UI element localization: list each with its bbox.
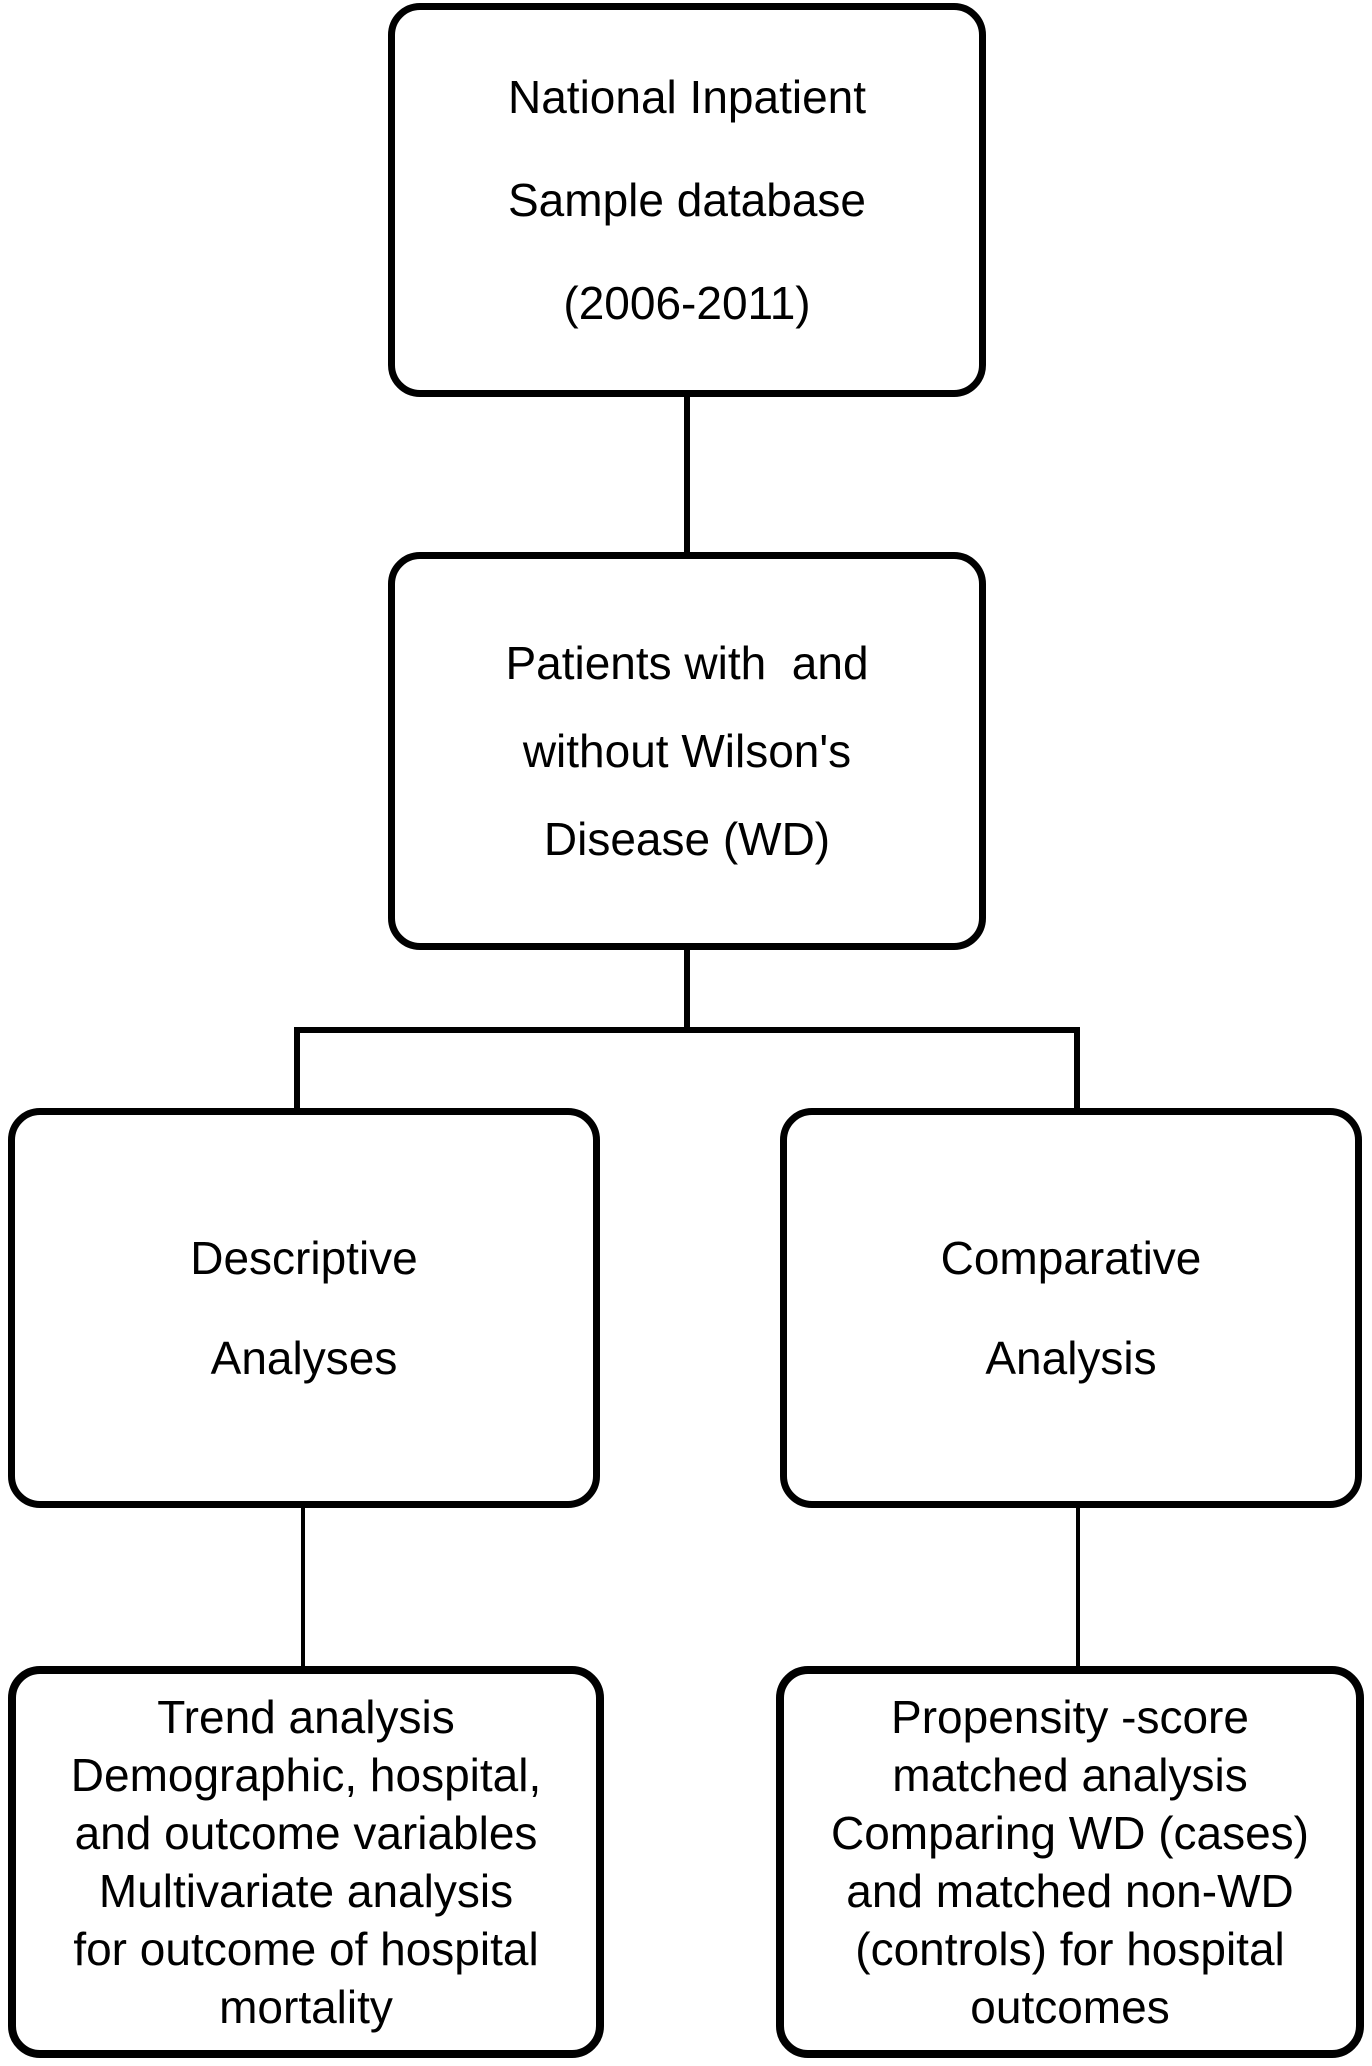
node-text-line: Propensity -score: [891, 1691, 1249, 1743]
node-patients-wd: Patients with and without Wilson's Disea…: [388, 552, 986, 950]
node-text-line: Patients with and: [505, 637, 869, 689]
node-text-line: and matched non-WD: [846, 1865, 1294, 1917]
connector-descriptive-to-details: [301, 1506, 305, 1669]
node-text-line: Analyses: [210, 1332, 398, 1384]
connector-branch-right-drop: [1074, 1030, 1080, 1112]
node-text-line: Sample database: [507, 173, 867, 226]
node-text-line: and outcome variables: [74, 1807, 538, 1859]
connector-comparative-to-details: [1076, 1506, 1080, 1669]
node-text-line: Comparing WD (cases): [831, 1807, 1309, 1859]
connector-patients-stem: [684, 948, 690, 1030]
connector-branch-left-drop: [294, 1030, 300, 1112]
node-text-line: Descriptive: [190, 1232, 418, 1284]
connector-branch-bar: [294, 1027, 1080, 1033]
node-text-line: (2006-2011): [563, 276, 811, 329]
connector-db-to-patients: [684, 395, 690, 555]
node-text-line: without Wilson's: [522, 725, 852, 777]
node-text-line: Multivariate analysis: [98, 1865, 514, 1917]
node-descriptive-analyses: Descriptive Analyses: [8, 1108, 600, 1508]
node-comparative-details: Propensity -score matched analysis Compa…: [776, 1666, 1364, 2058]
node-text-line: matched analysis: [892, 1749, 1248, 1801]
node-text-line: mortality: [219, 1981, 393, 2033]
node-nis-database: National Inpatient Sample database (2006…: [388, 3, 986, 397]
node-text-line: outcomes: [970, 1981, 1170, 2033]
node-text-line: Demographic, hospital,: [70, 1749, 542, 1801]
node-text-line: Analysis: [985, 1332, 1157, 1384]
node-text-line: Trend analysis: [157, 1691, 455, 1743]
node-text-line: National Inpatient: [507, 70, 867, 123]
node-text-line: Disease (WD): [543, 813, 831, 865]
node-comparative-analysis: Comparative Analysis: [780, 1108, 1362, 1508]
node-text-line: (controls) for hospital: [855, 1923, 1285, 1975]
node-text-line: for outcome of hospital: [73, 1923, 539, 1975]
node-text-line: Comparative: [940, 1232, 1202, 1284]
node-descriptive-details: Trend analysis Demographic, hospital, an…: [8, 1666, 604, 2058]
